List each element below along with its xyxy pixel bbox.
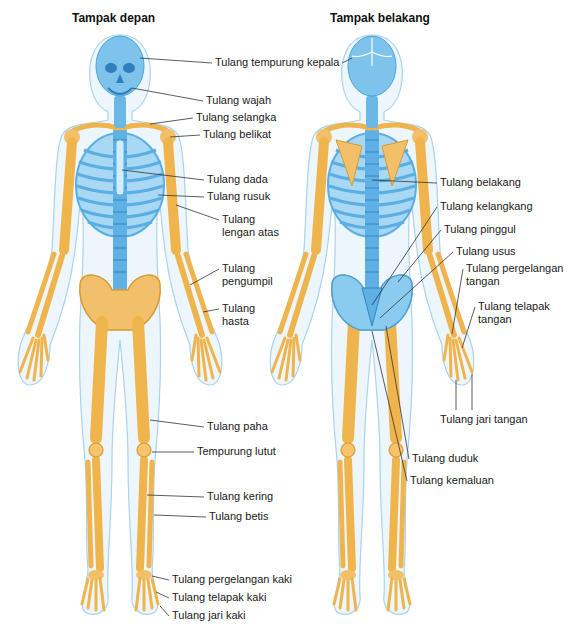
leader-line bbox=[132, 88, 203, 101]
bone-label: Tulang jari tangan bbox=[440, 413, 528, 426]
nose bbox=[116, 74, 124, 83]
eye-socket bbox=[123, 63, 135, 73]
bone-label: Tulang pergelangan tangan bbox=[466, 262, 566, 288]
jaw bbox=[108, 88, 132, 94]
leader-line bbox=[150, 118, 193, 124]
leader-line bbox=[147, 495, 204, 497]
scapula bbox=[336, 140, 362, 186]
leader-line bbox=[152, 576, 169, 580]
bone-label: Tempurung lutut bbox=[197, 445, 276, 458]
bone-label: Tulang wajah bbox=[206, 94, 271, 107]
leader-line bbox=[452, 269, 463, 334]
back-skeleton bbox=[270, 35, 473, 614]
leader-line bbox=[372, 207, 437, 305]
leader-line bbox=[158, 195, 204, 197]
view-title: Tampak belakang bbox=[330, 12, 430, 25]
bone-label: Tulang kering bbox=[207, 490, 273, 503]
leader-line bbox=[372, 331, 407, 481]
skull-suture bbox=[352, 38, 392, 66]
leader-line bbox=[398, 230, 441, 282]
bone-label: Tulang pergelangan kaki bbox=[172, 573, 292, 586]
bone-label: Tulang lengan atas bbox=[222, 213, 288, 239]
bone-label: Tulang pengumpil bbox=[222, 262, 278, 288]
front-details bbox=[105, 63, 135, 195]
view-title: Tampak depan bbox=[72, 12, 155, 25]
leader-line bbox=[342, 58, 352, 63]
leader-line bbox=[456, 380, 457, 410]
leader-line bbox=[170, 135, 200, 137]
leader-line bbox=[380, 252, 453, 318]
bone-label: Tulang kelangkang bbox=[440, 200, 533, 213]
leader-line bbox=[472, 374, 473, 410]
pelvis-back bbox=[332, 275, 412, 330]
sternum bbox=[116, 140, 124, 195]
front-skeleton bbox=[18, 35, 221, 614]
leader-line bbox=[372, 180, 437, 183]
leader-line bbox=[140, 58, 212, 63]
leader-line bbox=[150, 420, 204, 427]
leader-line bbox=[152, 452, 194, 453]
leader-line bbox=[156, 592, 169, 598]
bone-label: Tulang kemaluan bbox=[410, 474, 494, 487]
bone-label: Tulang paha bbox=[207, 420, 268, 433]
eye-socket bbox=[105, 63, 117, 73]
leader-line bbox=[154, 515, 206, 517]
bone-label: Tulang jari kaki bbox=[172, 609, 246, 622]
leader-line bbox=[190, 269, 219, 285]
leader-line bbox=[122, 170, 204, 180]
leader-line bbox=[203, 309, 219, 312]
scapula bbox=[382, 140, 408, 186]
bone-label: Tulang selangka bbox=[196, 111, 276, 124]
back-details bbox=[332, 38, 412, 330]
bone-label: Tulang telapak tangan bbox=[478, 300, 558, 326]
leader-line bbox=[462, 307, 475, 348]
bone-label: Tulang tempurung kepala bbox=[215, 56, 339, 69]
leader-line bbox=[176, 205, 219, 220]
bone-label: Tulang telapak kaki bbox=[172, 591, 266, 604]
bone-label: Tulang hasta bbox=[222, 302, 262, 328]
bone-label: Tulang dada bbox=[207, 173, 268, 186]
sacrum bbox=[362, 288, 382, 326]
bone-label: Tulang usus bbox=[456, 245, 516, 258]
bone-label: Tulang belikat bbox=[203, 128, 271, 141]
leader-line bbox=[160, 606, 169, 616]
bone-label: Tulang duduk bbox=[412, 452, 478, 465]
bone-label: Tulang pinggul bbox=[444, 223, 516, 236]
bone-label: Tulang belakang bbox=[440, 176, 521, 189]
bone-label: Tulang betis bbox=[209, 510, 269, 523]
bone-label: Tulang rusuk bbox=[207, 190, 270, 203]
